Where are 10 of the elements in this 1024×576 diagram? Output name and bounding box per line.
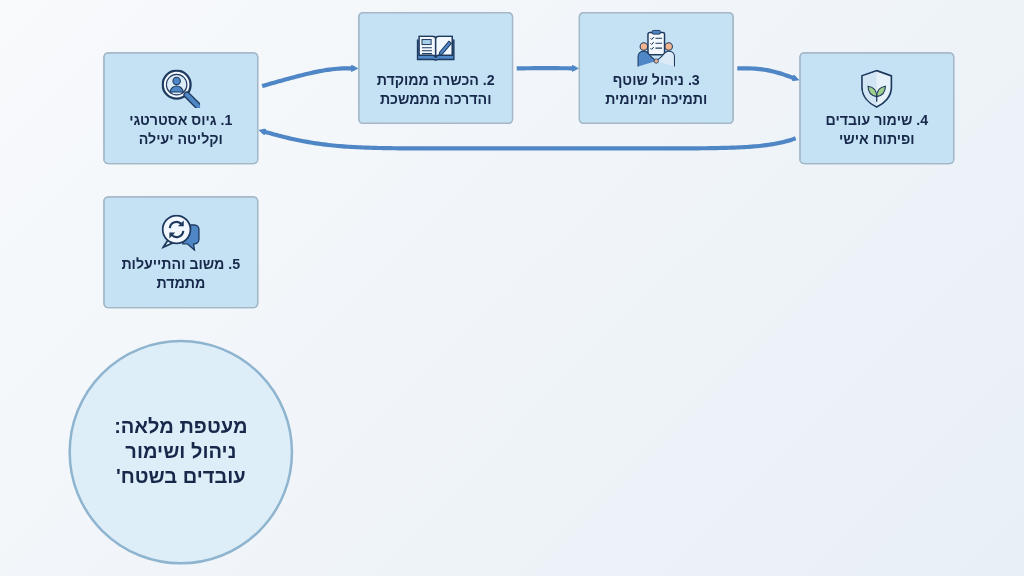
step-title: 5. משוב והתייעלות מתמדת bbox=[120, 255, 242, 294]
curved-arrow bbox=[517, 64, 580, 72]
curved-arrow bbox=[261, 64, 359, 89]
step-title: 4. שימור עובדים ופיתוח אישי bbox=[824, 111, 930, 150]
step-title: 2. הכשרה ממוקדת והדרכה מתמשכת bbox=[376, 71, 496, 110]
step-title: 3. ניהול שוטף ותמיכה יומיומית bbox=[604, 71, 709, 110]
topic-title: מעטפת מלאה: ניהול ושימור עובדים בשטח' bbox=[113, 413, 249, 489]
curved-arrow bbox=[737, 66, 800, 82]
step-title: 1. גיוס אסטרטגי וקליטה יעילה bbox=[128, 111, 234, 150]
curved-arrow bbox=[258, 128, 797, 151]
